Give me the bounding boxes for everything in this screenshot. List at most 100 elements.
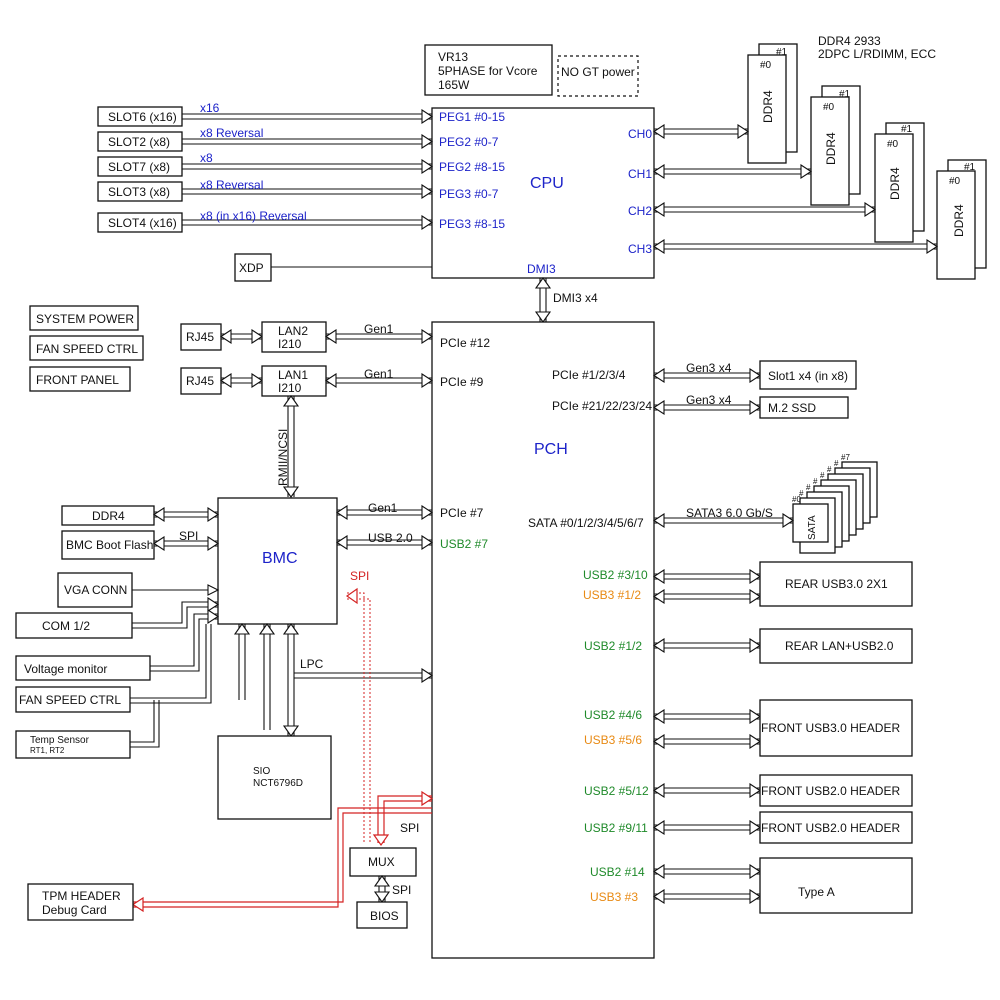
bmc-boot-flash-box [61,530,155,560]
ddr-spec-line2: 2DPC L/RDIMM, ECC [818,47,936,61]
slot7-label: SLOT7 (x8) [108,160,170,174]
front-usb2-header-b-label: FRONT USB2.0 HEADER [761,821,900,835]
pch-title: PCH [534,441,568,458]
bmc-fan-speed-box [15,686,131,713]
no-gt-power-box [557,55,639,97]
pcie-slot-2: SLOT2 (x8) x8 Reversal [97,126,434,152]
cpu-channel-buses [652,123,939,255]
com-label: COM 1/2 [42,619,90,633]
dimm-ch3-slot0: #0 [949,176,961,187]
slot2-link: x8 Reversal [200,126,263,140]
type-a-label: Type A [798,885,835,899]
dmi-link-label: DMI3 x4 [553,291,598,305]
voltage-monitor-box [15,655,151,681]
system-power-box [29,305,139,331]
lpc-label: LPC [300,657,324,671]
svg-text:#: # [834,459,839,468]
dimm-group-ch0: #1 #0 DDR4 [747,43,798,164]
dimm-ch0-slot1: #1 [776,47,788,58]
lan1-line1: LAN1 [278,368,308,382]
bmc-fan-speed-label: FAN SPEED CTRL [19,693,121,707]
dimm-ch1-label: DDR4 [824,132,838,165]
dimm-ch0-label: DDR4 [761,90,775,123]
ddr-spec-line1: DDR4 2933 [818,34,881,48]
sata-drive-label: SATA [807,515,818,540]
cpu-ch0: CH0 [628,127,652,141]
sio-line2: NCT6796D [253,778,303,789]
com-box [15,612,133,639]
pch-sata-ports: SATA #0/1/2/3/4/5/6/7 [528,516,644,530]
bmc-spi-path: SPI [345,569,371,843]
pch-usb-front2a-g: USB2 #5/12 [584,784,649,798]
rj45-lan1 [180,367,222,395]
pch-usb-rear-g: USB2 #3/10 [583,568,648,582]
slot1-link-label: Gen3 x4 [686,361,732,375]
rmii-label: RMII/NCSI [276,429,290,486]
pch-pcie12: PCIe #12 [440,336,490,350]
temp-sensor-line1: Temp Sensor [30,735,90,746]
slot2-label: SLOT2 (x8) [108,135,170,149]
cpu-peg1: PEG1 #0-15 [439,110,505,124]
pcie-slot-7: SLOT7 (x8) x8 [97,151,434,177]
dimm-ch0-slot0: #0 [760,60,772,71]
pch-usb-reflan-g: USB2 #1/2 [584,639,642,653]
dimm-ch2-label: DDR4 [888,167,902,200]
lan1-line2: I210 [278,381,302,395]
m2-link-label: Gen3 x4 [686,393,732,407]
rear-lan-usb2-box [759,628,913,664]
front-usb2-header-a-box [759,774,913,807]
bmc-ddr4-box [61,505,155,526]
vr-line2: 5PHASE for Vcore [438,64,538,78]
cpu-peg2-8: PEG2 #8-15 [439,160,505,174]
sio-line1: SIO [253,766,270,777]
pch-usb-front2b-g: USB2 #9/11 [584,821,648,835]
mux-spi-label: SPI [392,883,411,897]
m2-label: M.2 SSD [768,401,816,415]
sata-drive-stack: #7 # # # # # # #0 SATA [792,453,878,554]
pch-spi-label: SPI [400,821,419,835]
usb-buses [652,568,762,905]
dimm-ch1-slot0: #0 [823,102,835,113]
pch-usb2-7: USB2 #7 [440,537,488,551]
slot1-link: Gen3 x4 Slot1 x4 (in x8) [652,360,857,390]
temp-sensor-line2: RT1, RT2 [30,746,65,755]
svg-text:#: # [806,483,811,492]
pch-usb-typea-o: USB3 #3 [590,890,638,904]
system-power-label: SYSTEM POWER [36,312,134,326]
sata-link-label: SATA3 6.0 Gb/S [686,506,773,520]
slot6-link: x16 [200,101,220,115]
bmc-block [217,497,338,625]
lan2-link: Gen1 [364,322,394,336]
pch-pcie9: PCIe #9 [440,375,484,389]
bmc-spi-label: SPI [350,569,369,583]
bmc-title: BMC [262,550,298,567]
dimm-ch2-slot0: #0 [887,139,899,150]
slot4-label: SLOT4 (x16) [108,216,177,230]
rmii-link: RMII/NCSI [276,395,300,498]
pch-usb-front3-g: USB2 #4/6 [584,708,642,722]
cpu-dmi3: DMI3 [527,262,556,276]
pch-usb-front3-o: USB3 #5/6 [584,733,642,747]
bmc-boot-flash-label: BMC Boot Flash [66,538,153,552]
lan2-chain: RJ45 LAN2 I210 Gen1 [180,321,434,353]
dimm-group-ch1: #1 #0 DDR4 [810,85,861,206]
slot4-link: x8 (in x16) Reversal [200,209,307,223]
sata-first-label: #0 [792,495,801,504]
slot1-box [759,360,857,390]
fan-speed-ctrl-box [29,335,144,361]
svg-text:#: # [813,477,818,486]
cpu-title: CPU [530,175,564,192]
cpu-peg3-8: PEG3 #8-15 [439,217,505,231]
rj45-lan2 [180,323,222,351]
pcie-slot-3: SLOT3 (x8) x8 Reversal [97,178,434,202]
voltage-monitor-label: Voltage monitor [24,662,107,676]
dmi-link: DMI3 x4 [534,277,598,323]
rj45-lan1-label: RJ45 [186,374,214,388]
type-a-box [759,857,913,914]
slot7-link: x8 [200,151,213,165]
bmc-bottom-links [238,624,271,730]
vga-conn-label: VGA CONN [64,583,127,597]
sata-link: SATA3 6.0 Gb/S [652,506,795,529]
pch-pcie-1234: PCIe #1/2/3/4 [552,368,626,382]
vr-line3: 165W [438,78,470,92]
